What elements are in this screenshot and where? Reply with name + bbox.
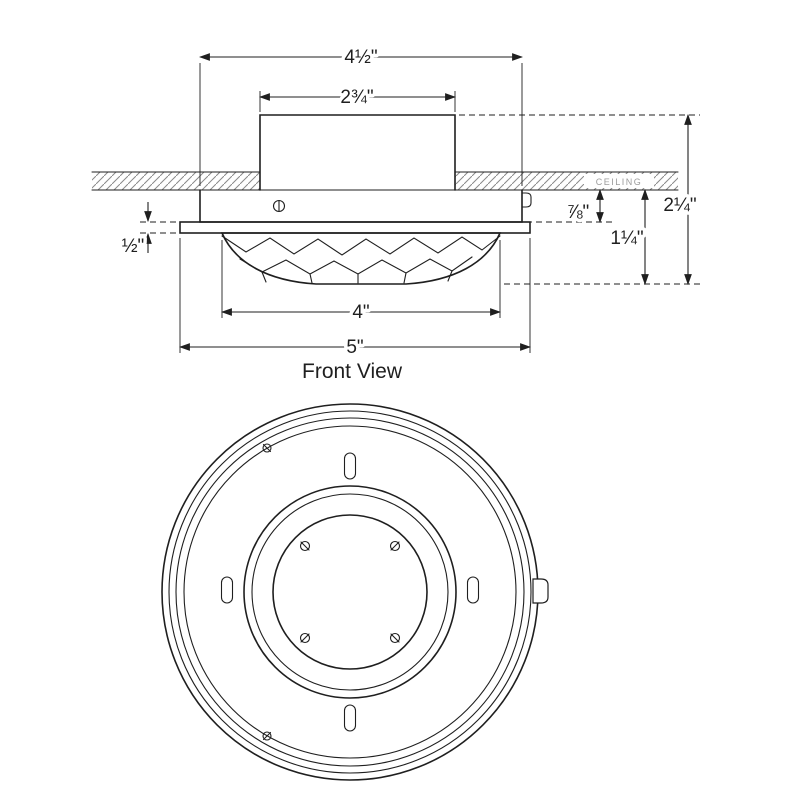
inner-ring bbox=[272, 514, 428, 670]
front-view: CEILING bbox=[91, 44, 700, 383]
slot-bottom bbox=[343, 704, 357, 732]
glass-outline bbox=[220, 232, 502, 285]
dim-canopy-height-label: ⅞" bbox=[567, 202, 590, 223]
ring-screw-lower-left bbox=[262, 731, 272, 741]
dim-overall-width: 5" bbox=[178, 238, 532, 362]
slot-left bbox=[220, 576, 234, 604]
glass-facet-zigzag-upper bbox=[221, 235, 501, 256]
flange-outline bbox=[179, 221, 531, 234]
dim-canopy-width-label: 4½" bbox=[344, 47, 377, 68]
dim-canopy-height: ⅞" bbox=[526, 188, 656, 227]
dim-overall-height-label: 2¼" bbox=[663, 195, 696, 216]
canopy-side-screw bbox=[521, 192, 532, 208]
outer-rings bbox=[161, 403, 539, 781]
ring-screws bbox=[262, 443, 272, 741]
dim-drop-height-label: 1¼" bbox=[610, 228, 643, 249]
dim-stem-width: 2¾" bbox=[258, 84, 457, 112]
junction-box-outline bbox=[259, 114, 456, 191]
outer-ring-1 bbox=[161, 403, 539, 781]
front-view-label: Front View bbox=[302, 360, 403, 383]
slot-top bbox=[343, 452, 357, 480]
dim-stem-width-label: 2¾" bbox=[340, 87, 373, 108]
dim-canopy-width: 4½" bbox=[198, 44, 524, 186]
glass-facet-zigzag-lower bbox=[239, 256, 473, 275]
middle-ring-2 bbox=[251, 493, 449, 691]
side-tab bbox=[532, 578, 549, 604]
dim-glass-width-label: 4" bbox=[352, 302, 369, 323]
trim-flange bbox=[179, 221, 531, 234]
ceiling-label: CEILING bbox=[596, 177, 643, 187]
ring-screw-upper-left bbox=[262, 443, 272, 453]
middle-ring-1 bbox=[243, 485, 457, 699]
dim-lip-height-label: ½" bbox=[122, 236, 145, 257]
canopy-outline bbox=[199, 189, 523, 223]
middle-rings bbox=[243, 485, 457, 699]
junction-box bbox=[259, 114, 456, 191]
screw-top-left bbox=[299, 540, 311, 552]
canopy bbox=[199, 189, 532, 223]
outer-ring-4 bbox=[183, 425, 517, 759]
ceiling-label-backing bbox=[584, 174, 654, 188]
outer-ring-3 bbox=[175, 417, 525, 767]
bottom-view bbox=[161, 403, 549, 781]
screw-top-right bbox=[389, 540, 401, 552]
dim-overall-width-label: 5" bbox=[346, 337, 363, 358]
glass-dome bbox=[220, 232, 502, 285]
inner-screws bbox=[299, 540, 401, 644]
dim-overall-height: 2¼" bbox=[459, 113, 700, 286]
dim-drop-height: 1¼" bbox=[504, 188, 700, 286]
outer-ring-2 bbox=[168, 410, 532, 774]
screw-bottom-right bbox=[389, 632, 401, 644]
ceiling-hatch-left bbox=[92, 172, 260, 190]
ceiling-section: CEILING bbox=[91, 171, 679, 191]
glass-facet-drop-lines bbox=[261, 270, 453, 284]
slot-right bbox=[466, 576, 480, 604]
dim-lip-height: ½" bbox=[118, 202, 176, 261]
dim-glass-width: 4" bbox=[220, 240, 502, 327]
screw-bottom-left bbox=[299, 632, 311, 644]
mounting-slots bbox=[220, 452, 480, 732]
